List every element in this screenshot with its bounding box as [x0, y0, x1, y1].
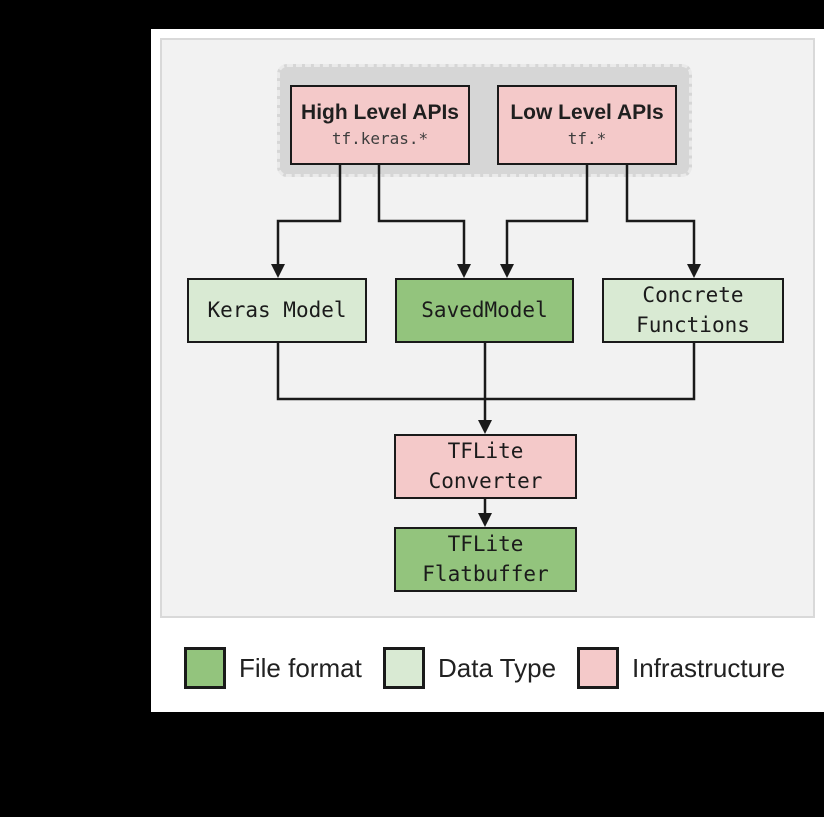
- legend-item-infrastructure: Infrastructure: [577, 646, 785, 690]
- low-level-apis-node: Low Level APIs tf.*: [497, 85, 677, 165]
- legend-swatch-infrastructure: [577, 647, 619, 689]
- tflite-converter-node: TFLite Converter: [394, 434, 577, 499]
- legend-item-file-format: File format: [184, 646, 362, 690]
- low-level-apis-title: Low Level APIs: [510, 100, 664, 124]
- keras-model-node: Keras Model: [187, 278, 367, 343]
- legend-label-data-type: Data Type: [438, 652, 557, 683]
- legend-item-data-type: Data Type: [383, 646, 556, 690]
- legend-swatch-data-type: [383, 647, 425, 689]
- high-level-apis-subtitle: tf.keras.*: [331, 129, 429, 149]
- legend-label-infrastructure: Infrastructure: [632, 652, 786, 683]
- connector-lines: [271, 165, 701, 527]
- diagram-canvas: High Level APIs tf.keras.* Low Level API…: [160, 38, 815, 618]
- concrete-functions-label-line2: Functions: [636, 312, 750, 337]
- concrete-functions-node: Concrete Functions: [602, 278, 784, 343]
- tflite-converter-label-line2: Converter: [428, 468, 543, 493]
- keras-model-label: Keras Model: [207, 297, 347, 322]
- saved-model-node: SavedModel: [395, 278, 574, 343]
- tflite-flatbuffer-node: TFLite Flatbuffer: [394, 527, 577, 592]
- saved-model-label: SavedModel: [421, 297, 548, 322]
- low-level-apis-subtitle: tf.*: [567, 129, 607, 149]
- concrete-functions-label-line1: Concrete: [642, 283, 744, 308]
- tflite-converter-label-line1: TFLite: [447, 439, 524, 464]
- diagram-panel: High Level APIs tf.keras.* Low Level API…: [151, 29, 824, 712]
- high-level-apis-node: High Level APIs tf.keras.*: [290, 85, 470, 165]
- legend-swatch-file-format: [184, 647, 226, 689]
- tflite-flatbuffer-label-line1: TFLite: [447, 532, 524, 557]
- legend-label-file-format: File format: [239, 652, 362, 683]
- high-level-apis-title: High Level APIs: [301, 100, 459, 124]
- tflite-flatbuffer-label-line2: Flatbuffer: [422, 561, 549, 586]
